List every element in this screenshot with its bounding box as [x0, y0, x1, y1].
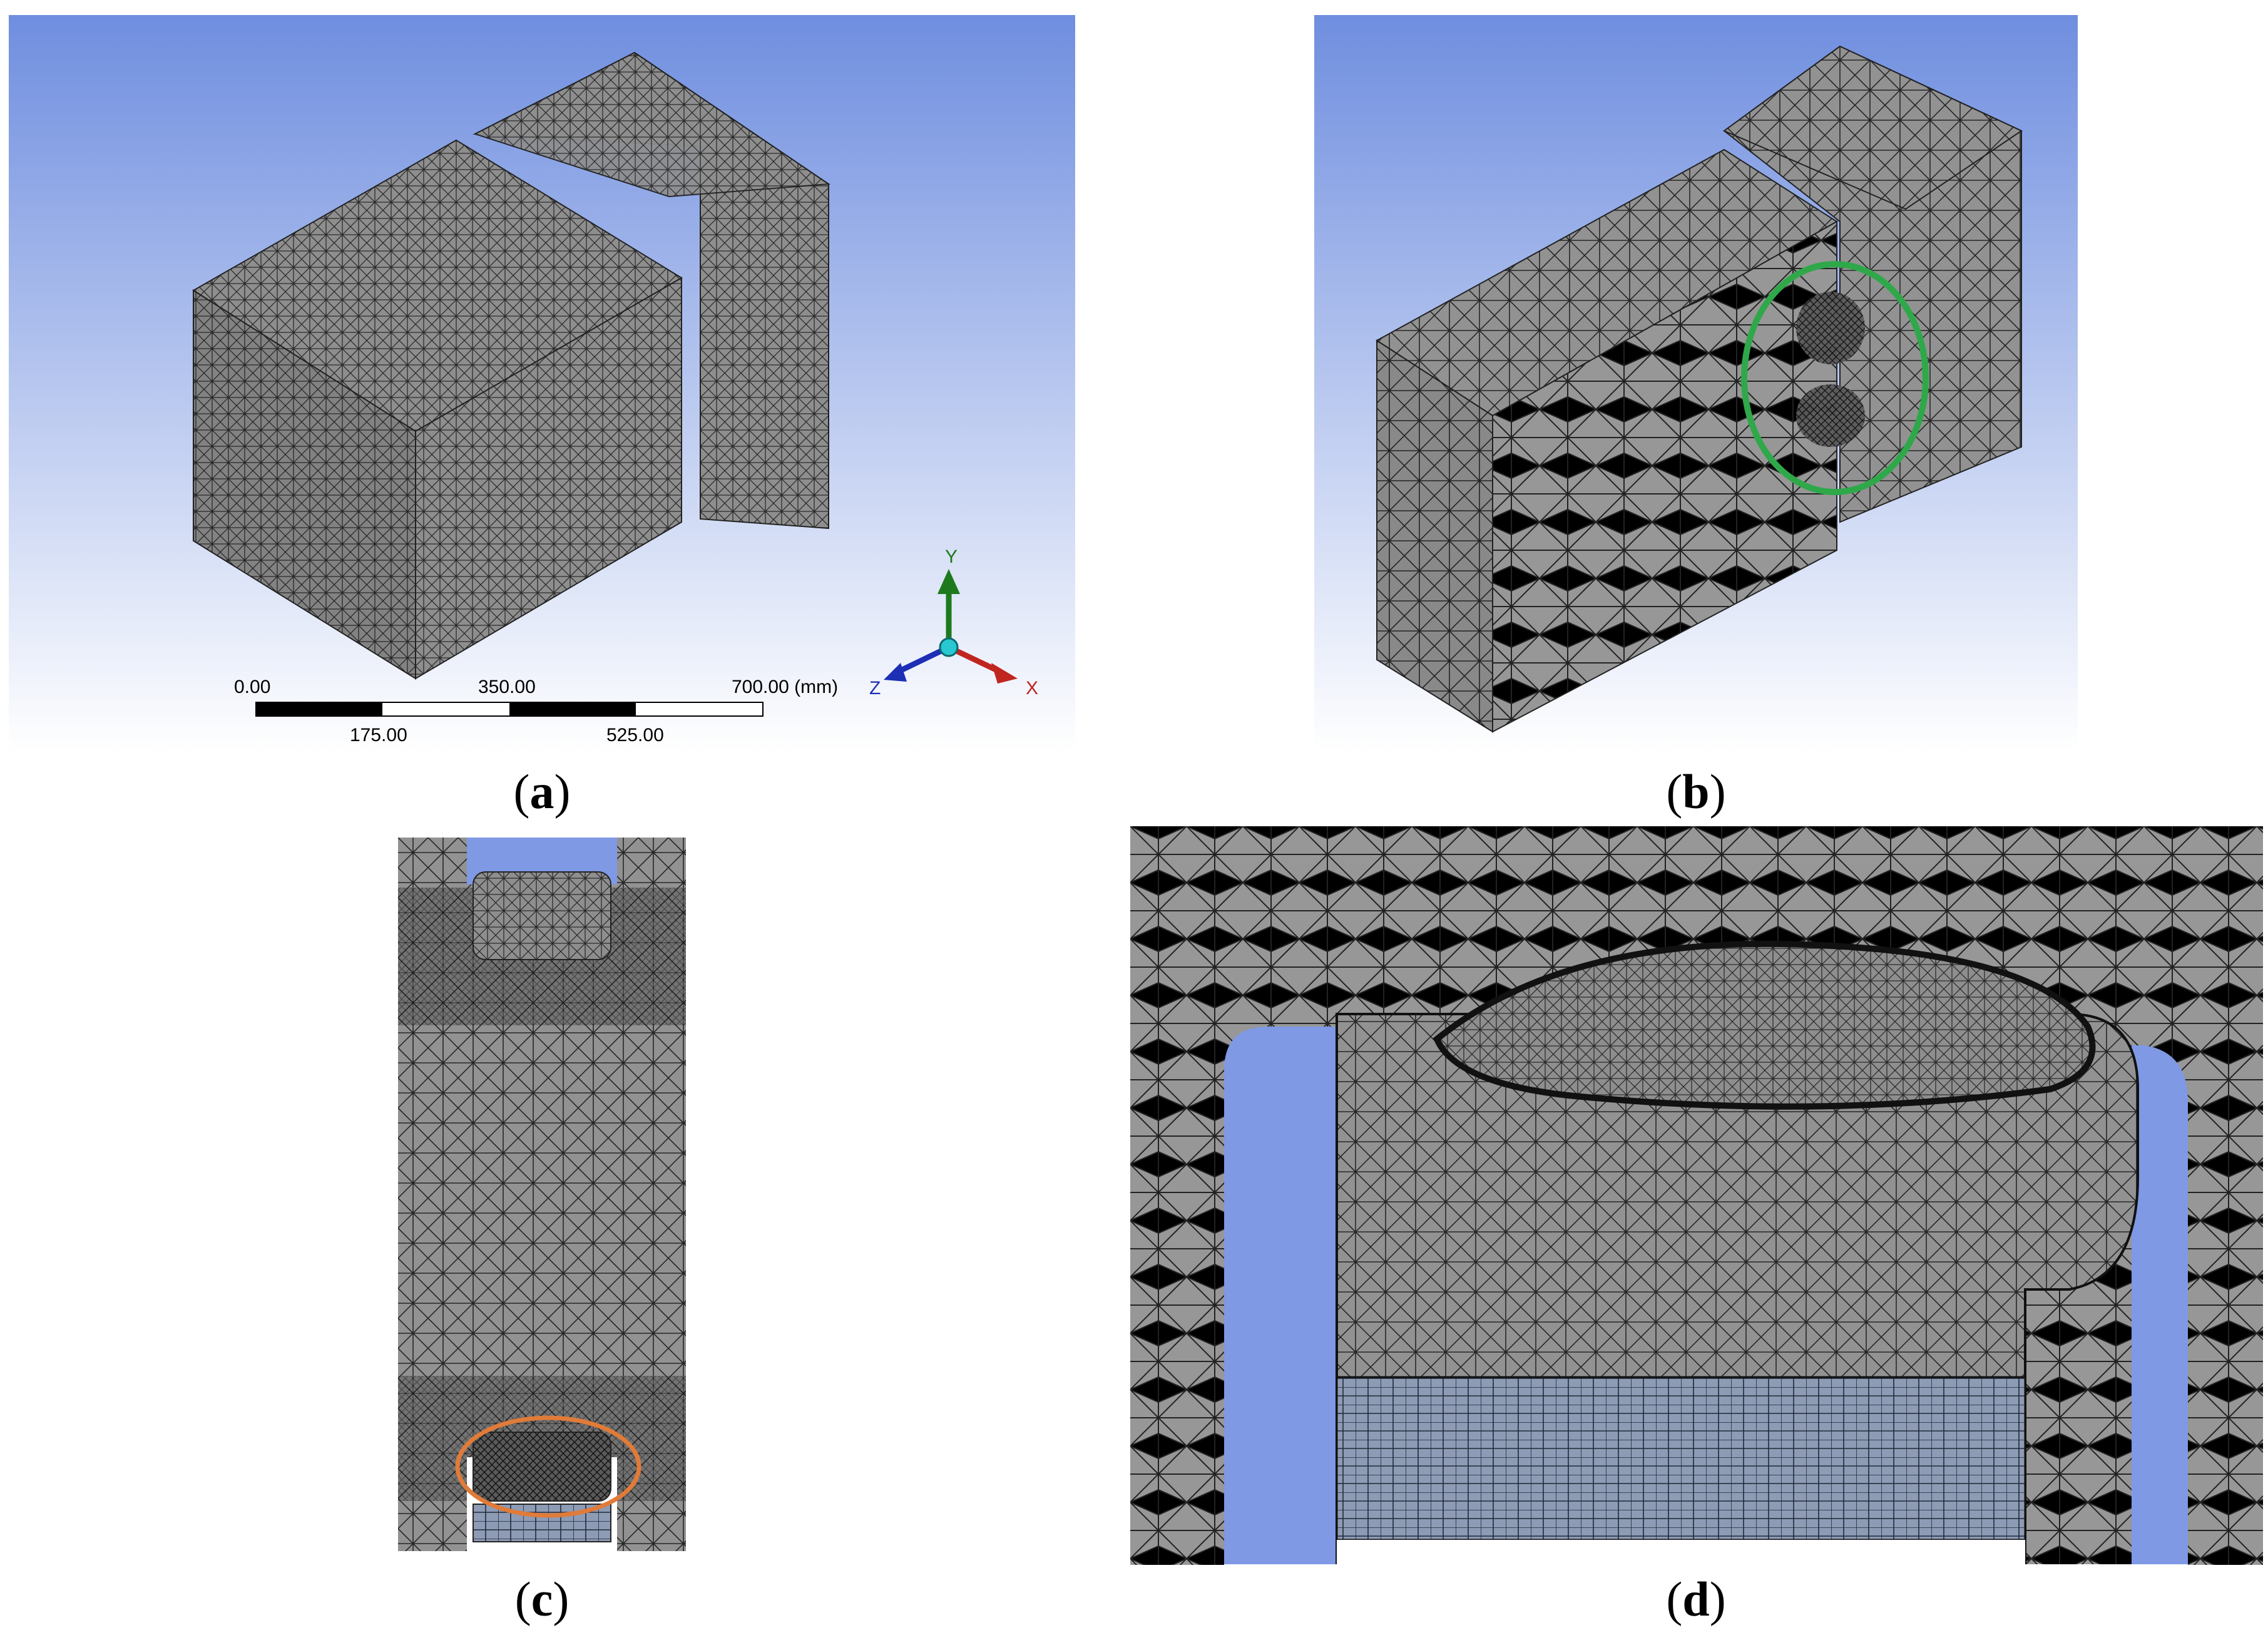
panel-d: [1130, 826, 2263, 1565]
caption-a: (a): [513, 764, 571, 819]
cavity-left: [1224, 1027, 1343, 1565]
highlight-ellipse-orange: [455, 1415, 641, 1518]
scale-bar-label-top-1: 350.00: [478, 677, 536, 697]
scale-bar: 0.00 350.00 700.00 (mm) 175.00 525.00: [234, 677, 838, 746]
caption-d: (d): [1666, 1572, 1726, 1626]
mesh-block-back: [472, 51, 830, 530]
structured-quad-mesh: [1336, 1376, 2026, 1541]
scale-bar-label-bottom-1: 525.00: [606, 725, 664, 746]
caption-b: (b): [1666, 764, 1726, 819]
refined-mesh-zone-upper: [1796, 292, 1865, 364]
airfoil-mesh: [1433, 940, 2096, 1110]
scale-bar-label-top-2: 700.00 (mm): [732, 677, 838, 697]
panel-b: [1314, 15, 2078, 752]
mesh-block-front: [1376, 148, 1838, 733]
highlight-circle-green: [1741, 261, 1929, 495]
scale-bar-label-top-0: 0.00: [234, 677, 270, 697]
panel-c: [398, 838, 686, 1551]
scale-bar-label-bottom-0: 175.00: [350, 725, 407, 746]
axis-x-label: X: [1026, 678, 1038, 699]
axis-y-label: Y: [945, 546, 958, 567]
axis-triad: Y Z X: [869, 546, 1038, 699]
caption-c: (c): [514, 1572, 570, 1626]
mesh-block-back: [1722, 45, 2023, 523]
cavity-right: [2132, 1045, 2188, 1565]
mesh-block-front: [192, 139, 683, 680]
panel-a: 0.00 350.00 700.00 (mm) 175.00 525.00 Y …: [9, 15, 1075, 752]
refined-mesh-zone-lower: [1796, 384, 1865, 447]
axis-z-label: Z: [869, 678, 881, 699]
